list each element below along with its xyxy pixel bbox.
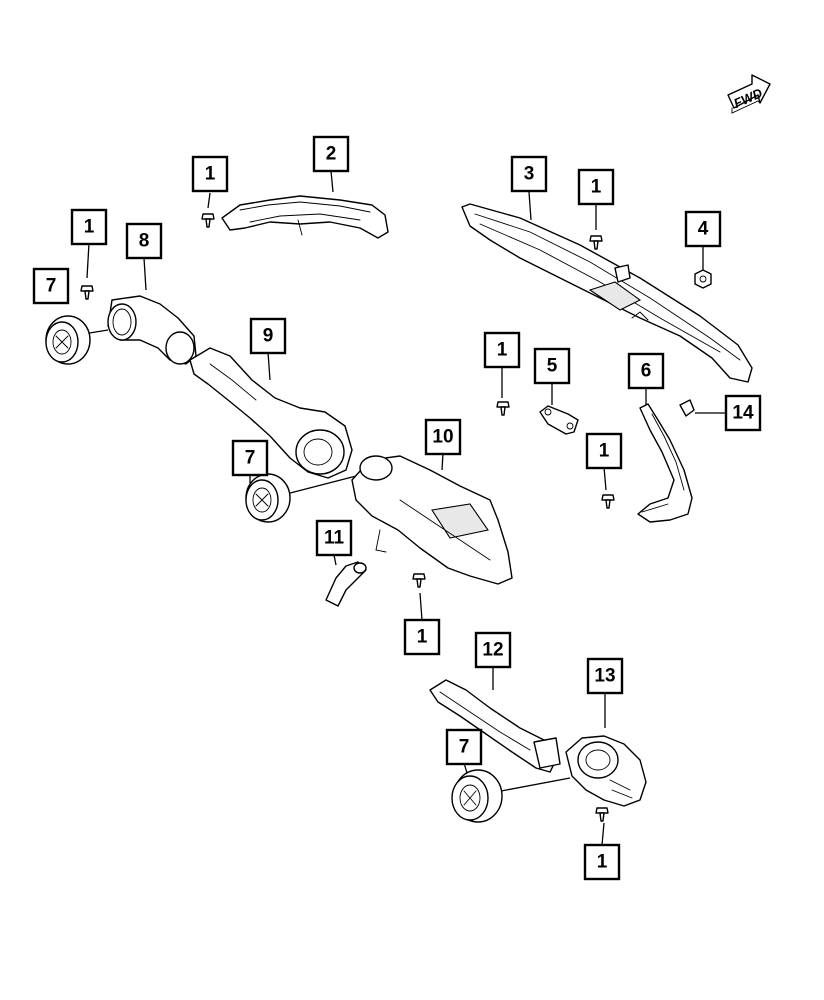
callout-c6: 6 <box>627 352 665 390</box>
callout-label: 6 <box>641 361 652 382</box>
duct-part-3 <box>461 203 753 383</box>
leader-lines <box>64 170 726 846</box>
callout-c7a: 7 <box>32 267 70 305</box>
callout-c8: 8 <box>125 222 163 260</box>
screw-icon <box>589 235 603 250</box>
callout-c1e: 1 <box>585 432 623 470</box>
housing-part-10 <box>351 455 513 585</box>
duct-part-12 <box>429 679 561 773</box>
callout-label: 7 <box>46 276 57 297</box>
callout-c5: 5 <box>533 347 571 385</box>
callout-label: 7 <box>459 737 470 758</box>
callout-c13: 13 <box>586 657 624 695</box>
callout-label: 1 <box>591 177 602 198</box>
callout-label: 1 <box>497 340 508 361</box>
duct-part-2 <box>221 195 389 239</box>
callout-c4: 4 <box>684 210 722 248</box>
callout-c1a: 1 <box>191 155 229 193</box>
callout-c10: 10 <box>424 418 462 456</box>
nut-icon <box>694 269 712 289</box>
bracket-part-5 <box>539 405 579 435</box>
callout-label: 1 <box>84 217 95 238</box>
callout-label: 5 <box>547 356 558 377</box>
screw-icon <box>496 401 510 416</box>
callout-label: 13 <box>594 666 615 687</box>
callout-c2: 2 <box>312 135 350 173</box>
callout-c14: 14 <box>724 394 762 432</box>
clip-icon <box>679 399 695 417</box>
callout-c1d: 1 <box>483 331 521 369</box>
screw-icon <box>80 285 94 300</box>
screw-icon <box>595 807 609 822</box>
bracket-part-6 <box>637 403 693 523</box>
fwd-label: FWD <box>731 85 765 111</box>
callout-c1c: 1 <box>70 208 108 246</box>
callout-label: 1 <box>599 441 610 462</box>
outlet-part-7 <box>451 769 503 823</box>
callout-c1g: 1 <box>583 843 621 881</box>
housing-part-13 <box>565 735 647 807</box>
screw-icon <box>601 494 615 509</box>
callout-label: 8 <box>139 231 150 252</box>
callout-c11: 11 <box>315 519 353 557</box>
callout-c12: 12 <box>474 631 512 669</box>
callout-c7c: 7 <box>445 728 483 766</box>
callout-c7b: 7 <box>231 439 269 477</box>
callout-label: 2 <box>326 144 337 165</box>
callout-label: 1 <box>205 164 216 185</box>
callout-c1b: 1 <box>577 168 615 206</box>
callout-c9: 9 <box>249 317 287 355</box>
outlet-part-7 <box>45 315 91 365</box>
callout-label: 11 <box>324 528 345 549</box>
duct-part-9 <box>189 347 353 479</box>
callout-label: 4 <box>698 219 709 240</box>
duct-part-8 <box>107 295 197 365</box>
callout-label: 1 <box>417 627 428 648</box>
callout-label: 12 <box>482 640 503 661</box>
screw-icon <box>201 213 215 228</box>
outlet-part-7 <box>245 473 291 523</box>
callout-label: 3 <box>524 164 535 185</box>
callout-c3: 3 <box>510 155 548 193</box>
callout-label: 7 <box>245 448 256 469</box>
callout-label: 10 <box>432 427 453 448</box>
callout-c1f: 1 <box>403 618 441 656</box>
screw-icon <box>412 573 426 588</box>
callout-label: 14 <box>732 403 754 424</box>
callout-label: 1 <box>597 852 608 873</box>
forward-arrow-icon: FWD <box>727 74 771 114</box>
screw-icons <box>80 213 615 822</box>
tube-part-11 <box>325 561 367 607</box>
callout-label: 9 <box>263 326 274 347</box>
